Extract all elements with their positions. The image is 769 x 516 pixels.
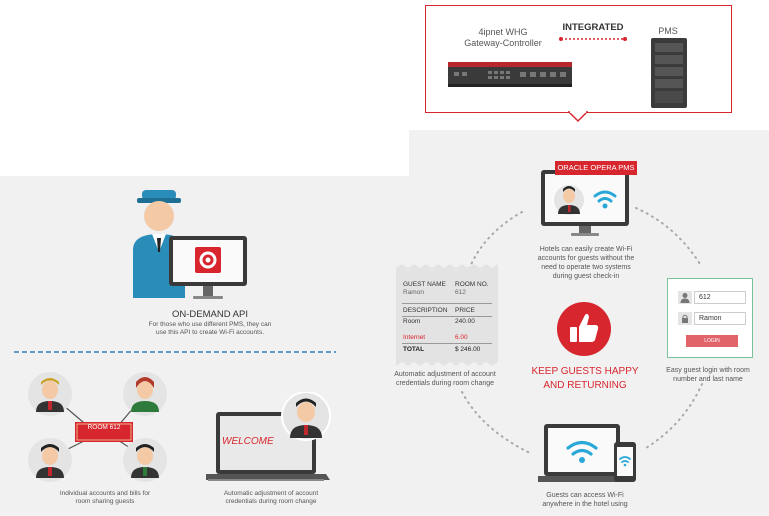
pms-server-icon: [651, 38, 687, 108]
room-sharing-caption-line2: room sharing guests: [75, 498, 135, 505]
wifi-icon: [593, 190, 617, 203]
guests-caption-line1: Guests can access Wi-Fi: [546, 492, 624, 499]
phone-wifi-icon: [619, 456, 631, 463]
api-title: ON-DEMAND API: [171, 309, 248, 320]
center-message-line2: AND RETURNING: [543, 380, 627, 391]
thumbs-up-icon: [570, 313, 599, 342]
person-cap-icon: [142, 190, 176, 200]
controller-label-line1: 4ipnet WHG: [478, 27, 528, 37]
guest-devices-illustration: [538, 424, 636, 482]
guest-avatar-1: [28, 372, 72, 416]
api-description-line1: For those who use different PMS, they ca…: [148, 321, 272, 328]
user-icon-box: [678, 291, 692, 304]
login-button[interactable]: LOGIN: [686, 335, 738, 347]
guest-avatar-2: [123, 372, 167, 416]
receipt-caption-line2: credentials during room change: [395, 380, 495, 387]
room-sharing-caption-line1: Individual accounts and bills for: [59, 490, 151, 497]
gear-icon: [199, 251, 217, 269]
lock-icon: [682, 314, 688, 323]
top-white-panel: [0, 0, 409, 176]
section-divider: [14, 351, 336, 353]
welcome-laptop-illustration: [206, 392, 331, 481]
center-message: KEEP GUESTS HAPPY AND RETURNING: [520, 365, 650, 393]
guest-avatar-3: [28, 438, 72, 482]
receipt-divider-2: [402, 316, 492, 317]
room-sign-label: ROOM 612: [87, 424, 121, 431]
laptop-wifi-icon: [566, 440, 598, 456]
oracle-opera-pms-badge: ORACLE OPERA PMS: [555, 161, 637, 175]
receipt-divider-3: [402, 343, 492, 344]
integrated-link-line: [559, 37, 627, 41]
receipt-total-value: $ 246.00: [455, 346, 481, 353]
api-description: For those who use different PMS, they ca…: [80, 321, 340, 337]
receipt-row-room-price: 240.00: [455, 318, 475, 325]
receipt-paper: [396, 264, 498, 366]
room-sharing-illustration: [28, 372, 167, 482]
hotel-caption-line3: need to operate two systems: [541, 264, 631, 271]
guest-avatar-4: [123, 438, 167, 482]
receipt-caption-line1: Automatic adjustment of account: [394, 371, 496, 378]
receipt-guest-name-label: GUEST NAME: [403, 281, 446, 288]
receipt-room-no-label: ROOM NO.: [455, 281, 489, 288]
guests-caption: Guests can access Wi-Fi anywhere in the …: [515, 491, 655, 509]
receipt-row-internet-price: 6.00: [455, 334, 468, 341]
last-name-input[interactable]: Ramon: [694, 312, 746, 325]
welcome-caption-line2: credentials during room change: [225, 498, 317, 505]
controller-label: 4ipnet WHG Gateway-Controller: [448, 27, 558, 49]
receipt-guest-name-value: Ramon: [403, 289, 424, 296]
receipt-description-label: DESCRIPTION: [403, 307, 448, 314]
receipt-room-no-value: 612: [455, 289, 466, 296]
hotel-caption-line1: Hotels can easily create Wi-Fi: [539, 246, 633, 253]
hotel-caption: Hotels can easily create Wi-Fi accounts …: [511, 245, 661, 281]
room-sharing-caption: Individual accounts and bills for room s…: [30, 490, 180, 506]
hotel-caption-line2: accounts for guests without the: [537, 255, 635, 262]
oracle-pms-monitor-illustration: [541, 170, 629, 236]
integration-box-pointer: [568, 111, 588, 123]
lock-icon-box: [678, 312, 692, 325]
receipt-row-internet-desc: Internet: [403, 334, 426, 341]
api-illustration: [133, 190, 247, 299]
user-icon: [680, 293, 690, 303]
receipt-divider-1: [402, 303, 492, 304]
center-message-line1: KEEP GUESTS HAPPY: [531, 366, 639, 377]
receipt-total-label: TOTAL: [403, 346, 425, 353]
room-sign: [75, 422, 133, 442]
hotel-caption-line4: during guest check-in: [552, 273, 620, 280]
controller-label-line2: Gateway-Controller: [464, 38, 542, 48]
login-caption: Easy guest login with room number and la…: [648, 366, 768, 384]
welcome-caption-line1: Automatic adjustment of account: [223, 490, 319, 497]
integrated-label: INTEGRATED: [562, 22, 624, 33]
pms-label: PMS: [658, 26, 678, 36]
api-description-line2: use this API to create Wi-Fi accounts.: [155, 329, 264, 336]
thumbs-up-badge: [557, 302, 611, 356]
receipt-price-label: PRICE: [455, 307, 475, 314]
room-number-input[interactable]: 612: [694, 291, 746, 304]
welcome-screen-text: WELCOME: [222, 436, 274, 447]
login-caption-line1: Easy guest login with room: [666, 367, 750, 374]
gateway-controller-icon: [448, 62, 572, 87]
guests-caption-line2: anywhere in the hotel using: [542, 501, 628, 508]
login-caption-line2: number and last name: [673, 376, 743, 383]
receipt-row-room-desc: Room: [403, 318, 421, 325]
welcome-caption: Automatic adjustment of account credenti…: [196, 490, 346, 506]
receipt-caption: Automatic adjustment of account credenti…: [370, 370, 520, 388]
